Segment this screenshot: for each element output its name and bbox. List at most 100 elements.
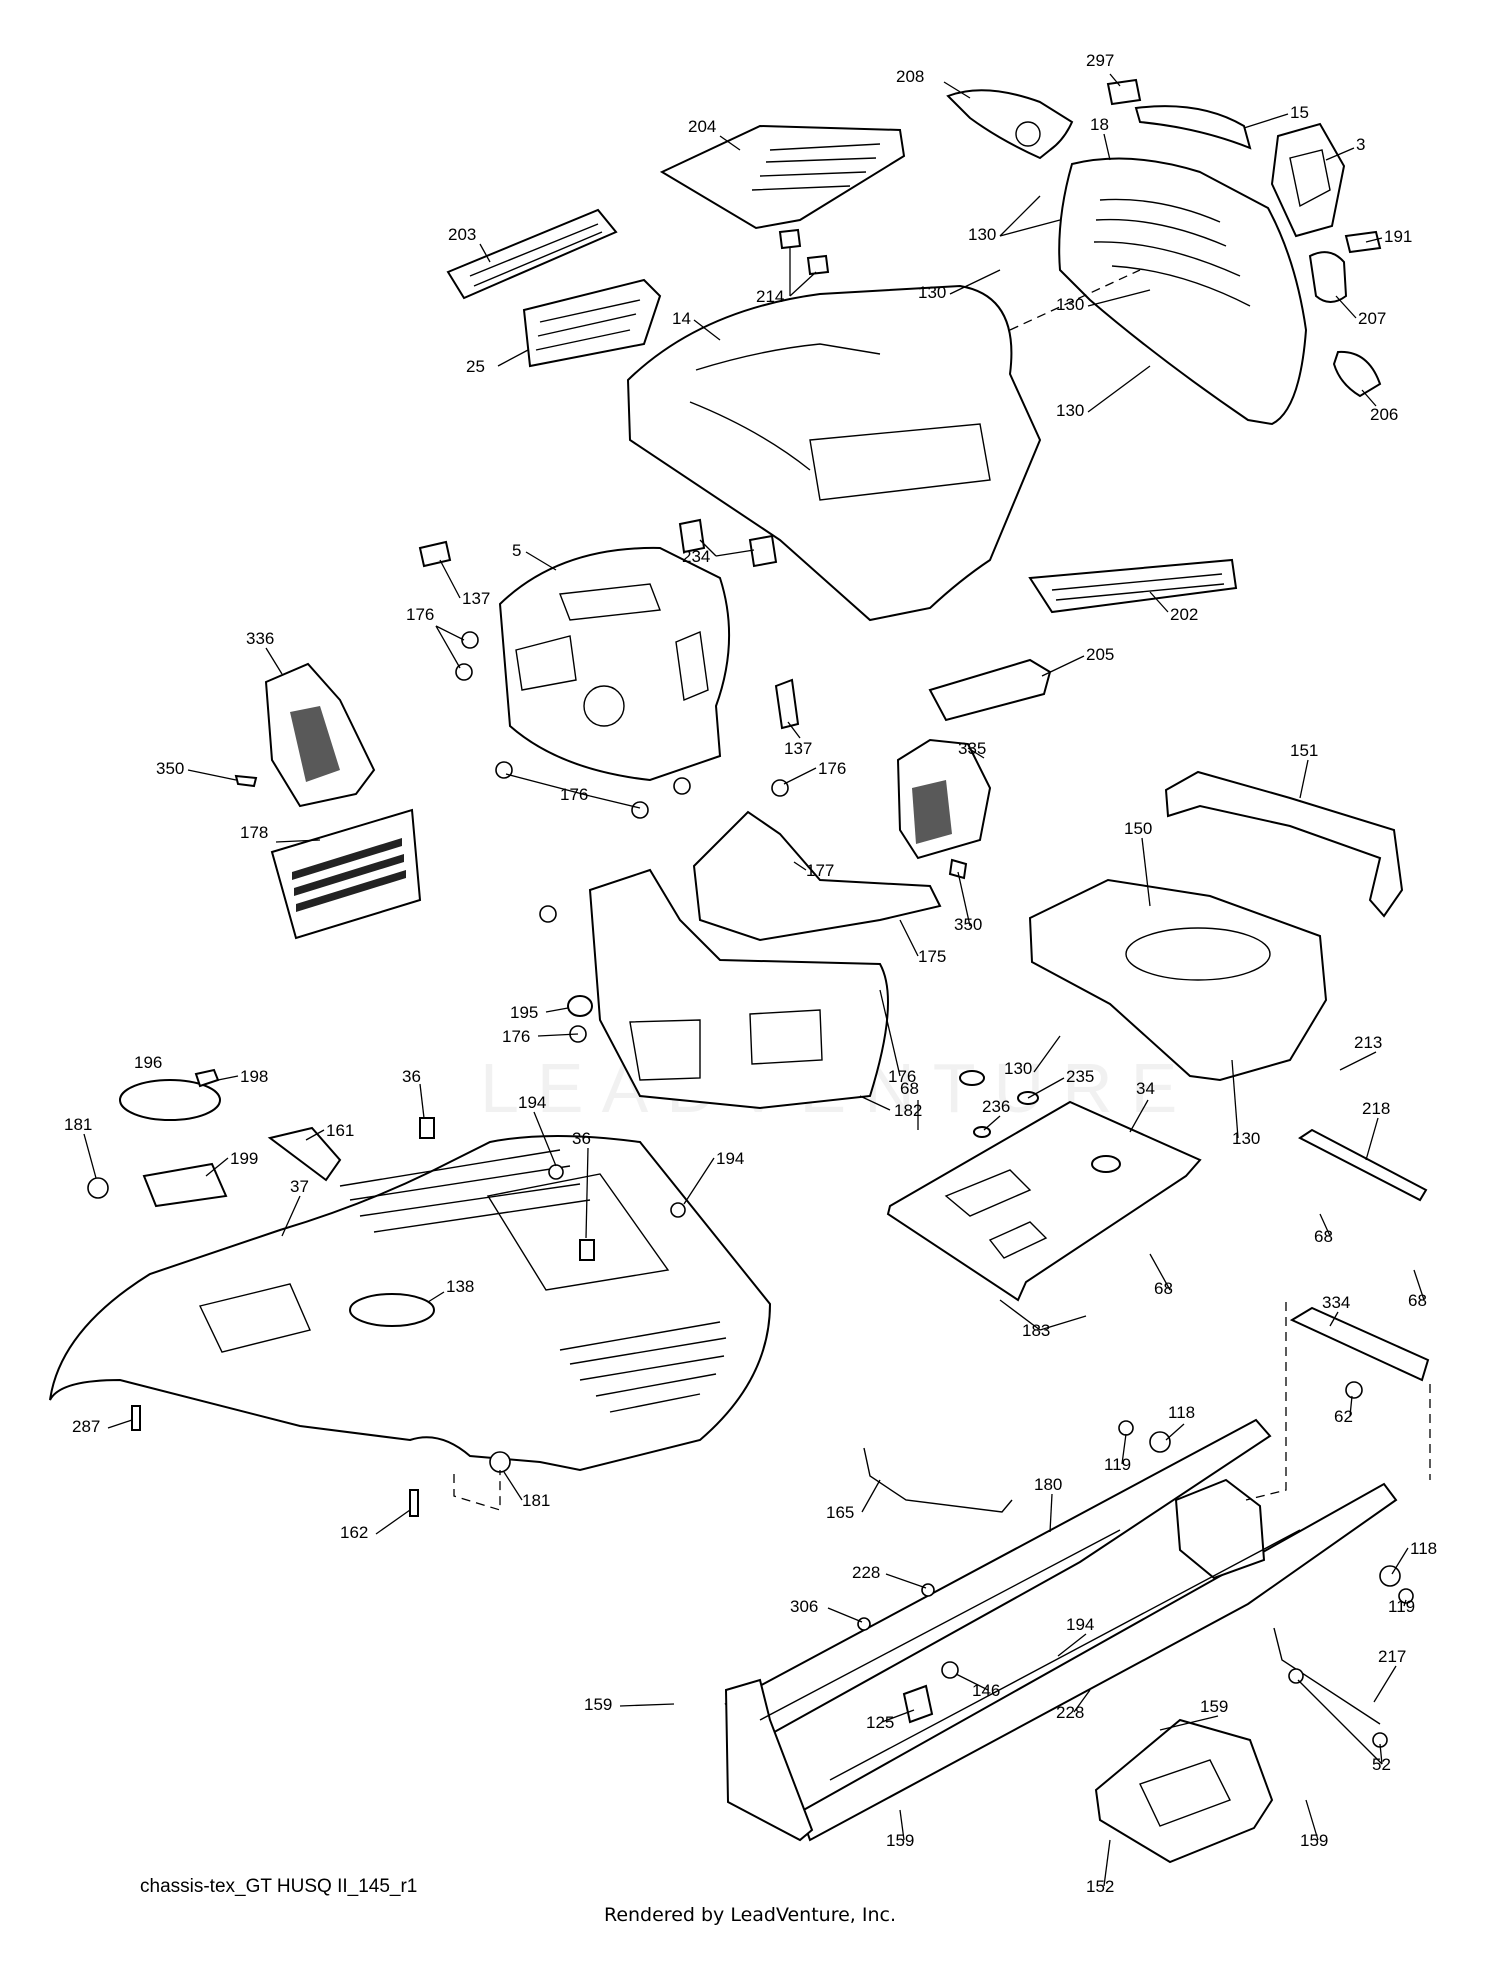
callout-119-a: 119 xyxy=(1104,1455,1131,1474)
callout-36-b: 36 xyxy=(572,1129,591,1148)
leader-line-207 xyxy=(1335,295,1357,319)
part-217-rod xyxy=(1273,1627,1381,1725)
part-34-details xyxy=(944,1169,1048,1259)
part-196-cup-holder xyxy=(119,1079,221,1121)
dash-footrest-link xyxy=(453,1470,501,1511)
callout-119-b: 119 xyxy=(1388,1597,1415,1616)
part-3-headlight xyxy=(1270,122,1346,238)
part-350-screw-right xyxy=(948,858,968,880)
part-152-bracket xyxy=(1094,1718,1274,1864)
part-194-nut-a xyxy=(548,1164,564,1180)
leader-line-204 xyxy=(719,135,741,151)
part-297-clip xyxy=(1106,78,1142,106)
callout-161: 161 xyxy=(326,1121,354,1140)
leader-line-52 xyxy=(1379,1743,1383,1765)
callout-137-a: 137 xyxy=(462,589,490,608)
callout-199: 199 xyxy=(230,1149,258,1168)
callout-162: 162 xyxy=(340,1523,368,1542)
callout-130-d: 130 xyxy=(1056,401,1084,420)
part-181-clip-a xyxy=(87,1177,109,1199)
leader-line-151 xyxy=(1299,759,1309,799)
leader-line-202 xyxy=(1149,591,1169,613)
callout-178: 178 xyxy=(240,823,268,842)
leader-line-336 xyxy=(265,647,283,675)
leader-line-152 xyxy=(1103,1839,1111,1887)
callout-150: 150 xyxy=(1124,819,1152,838)
callout-196: 196 xyxy=(134,1053,162,1072)
callout-198: 198 xyxy=(240,1067,268,1086)
callout-306: 306 xyxy=(790,1597,818,1616)
leader-line-180 xyxy=(1049,1493,1053,1533)
callout-68-d: 68 xyxy=(1408,1291,1427,1310)
leader-line-165 xyxy=(861,1479,881,1513)
callout-125: 125 xyxy=(866,1713,894,1732)
callout-176-e: 176 xyxy=(888,1067,916,1086)
leader-line-214 xyxy=(789,271,817,297)
leader-line-287 xyxy=(107,1419,133,1429)
callout-labels: 297 208 15 18 3 204 130 191 203 214 130 … xyxy=(64,51,1437,1896)
part-195-plug xyxy=(567,995,593,1017)
callout-159-d: 159 xyxy=(1300,1831,1328,1850)
part-336-grille xyxy=(290,706,340,782)
callout-159-c: 159 xyxy=(886,1831,914,1850)
leader-line-234 xyxy=(715,549,755,557)
part-180-frame-rail-rear xyxy=(798,1482,1398,1842)
callout-182: 182 xyxy=(894,1101,922,1120)
callout-159-b: 159 xyxy=(1200,1697,1228,1716)
callout-14: 14 xyxy=(672,309,691,328)
leader-line-119 xyxy=(1121,1433,1127,1465)
part-137-clip-top xyxy=(418,540,452,568)
leader-line-118 xyxy=(1391,1547,1409,1575)
part-202-mesh xyxy=(1051,573,1225,601)
callout-62: 62 xyxy=(1334,1407,1353,1426)
leader-line-25 xyxy=(1361,389,1377,407)
leader-line-228 xyxy=(885,1573,927,1589)
leader-line-194 xyxy=(533,1111,557,1167)
leader-line-130 xyxy=(1033,1035,1061,1073)
part-62-bolt xyxy=(1345,1381,1363,1399)
callout-68-a: 68 xyxy=(900,1079,919,1098)
part-118-washer-b xyxy=(1379,1565,1401,1587)
part-14-openings xyxy=(689,343,991,501)
leader-line-183 xyxy=(999,1299,1041,1331)
leader-line-194 xyxy=(1057,1633,1087,1657)
callout-130-f: 130 xyxy=(1232,1129,1260,1148)
callout-130-b: 130 xyxy=(918,283,946,302)
part-150-pan xyxy=(1028,878,1328,1082)
part-175-bracket xyxy=(692,810,942,942)
part-350-screw-left xyxy=(234,774,258,788)
part-234-label-b xyxy=(748,534,778,568)
callout-350-a: 350 xyxy=(156,759,184,778)
leader-line-130 xyxy=(949,269,1001,295)
leader-line-5 xyxy=(525,551,557,571)
leader-line-350 xyxy=(187,769,237,781)
part-218-plate xyxy=(1298,1128,1428,1202)
part-181-clip-b xyxy=(489,1451,511,1473)
part-203-vents xyxy=(469,223,603,287)
part-5-ignition xyxy=(583,685,625,727)
leader-line-306 xyxy=(827,1607,863,1623)
part-202-grille-insert xyxy=(1028,558,1238,614)
callout-165: 165 xyxy=(826,1503,854,1522)
leader-line-118 xyxy=(1165,1423,1185,1441)
callout-176-b: 176 xyxy=(818,759,846,778)
leader-line-162 xyxy=(375,1509,411,1535)
part-214-clip-a xyxy=(778,228,802,250)
callout-118-a: 118 xyxy=(1168,1403,1195,1422)
part-182-dash-housing xyxy=(588,868,889,1110)
leader-line-159 xyxy=(1159,1715,1219,1731)
leader-line-68 xyxy=(1413,1269,1425,1301)
dash-frame-link-a xyxy=(1245,1302,1287,1501)
leader-line-176 xyxy=(435,625,461,669)
leader-line-137 xyxy=(787,721,801,739)
callout-68-c: 68 xyxy=(1154,1279,1173,1298)
callout-202: 202 xyxy=(1170,605,1198,624)
leader-line-176 xyxy=(783,767,817,785)
callout-152: 152 xyxy=(1086,1877,1114,1896)
part-206-vent-panel xyxy=(522,278,662,368)
rendered-by-credit: Rendered by LeadVenture, Inc. xyxy=(603,1904,897,1926)
leader-line-36 xyxy=(585,1147,589,1239)
leader-line-334 xyxy=(1329,1311,1339,1327)
callout-118-b: 118 xyxy=(1410,1539,1437,1558)
leader-line-182 xyxy=(859,1095,891,1111)
